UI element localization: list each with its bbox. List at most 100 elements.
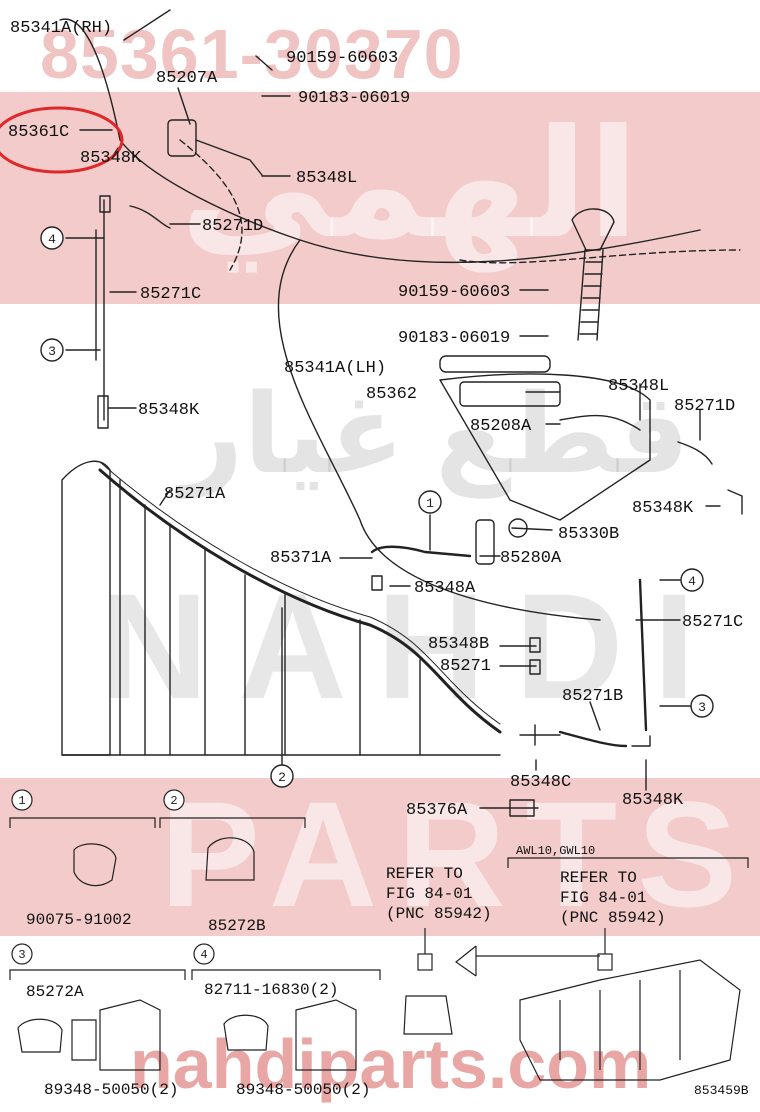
bumper-ribs — [119, 479, 421, 756]
label-85341A-LH: 85341A(LH) — [284, 359, 386, 378]
callout-leaders — [65, 237, 691, 771]
label-85271A: 85271A — [164, 485, 226, 504]
highlight-ring — [0, 106, 124, 174]
refer-right-line3: (PNC 85942) — [560, 909, 666, 927]
inset-bracket-3 — [9, 969, 186, 980]
inset-circle-3 — [11, 943, 33, 965]
label-85376A: 85376A — [406, 801, 468, 820]
label-85207A: 85207A — [156, 69, 218, 88]
washer-hose-85271A-inner — [99, 461, 501, 725]
callout-label-3-left: 3 — [48, 344, 56, 359]
label-85348K-top: 85348K — [80, 149, 142, 168]
bracket-85341A-LH — [439, 355, 551, 373]
label-85272B: 85272B — [208, 917, 266, 935]
refer-right-line2: FIG 84-01 — [560, 889, 646, 907]
hose-85271D-left — [129, 205, 171, 229]
label-85280A: 85280A — [500, 549, 562, 568]
washer-hose-85271C-right — [638, 578, 648, 732]
fender-line — [459, 249, 741, 264]
hose-85271D-right — [677, 441, 713, 465]
label-90159-60603-top: 90159-60603 — [286, 49, 398, 68]
label-85272A: 85272A — [26, 983, 84, 1001]
label-90075-91002: 90075-91002 — [26, 911, 132, 929]
hose-85371A — [370, 545, 472, 558]
callout-label-4-right: 4 — [688, 574, 696, 589]
inset-num-3: 3 — [18, 948, 25, 962]
grommet-85330B — [508, 518, 528, 538]
inset-bracket-4 — [191, 969, 381, 980]
figure-code: 853459B — [694, 1083, 749, 1098]
label-85341A-RH: 85341A(RH) — [10, 19, 112, 38]
refer-right-line1: REFER TO — [560, 869, 637, 887]
label-85361C: 85361C — [8, 123, 69, 142]
filler-neck-ribs — [579, 261, 603, 335]
callout-label-3-right: 3 — [698, 700, 706, 715]
joint-85348K-upper — [99, 195, 111, 213]
label-90183-06019-mid: 90183-06019 — [398, 329, 510, 348]
label-85348B: 85348B — [428, 635, 489, 654]
callout-circle-1 — [418, 490, 442, 514]
label-85271C-right: 85271C — [682, 613, 743, 632]
inset-circle-2 — [163, 789, 185, 811]
model-code-label: AWL10,GWL10 — [516, 844, 595, 858]
bumper-cover — [61, 460, 111, 756]
label-85208A: 85208A — [470, 417, 532, 436]
label-89348-50050-right: 89348-50050(2) — [236, 1081, 370, 1099]
body-contour — [277, 239, 601, 621]
inset-bracket-2 — [159, 817, 306, 828]
joint-85348B — [529, 637, 541, 653]
inset-num-1: 1 — [18, 794, 25, 808]
callout-label-4-left: 4 — [48, 232, 56, 247]
inset-num-2: 2 — [170, 794, 177, 808]
label-85371A: 85371A — [270, 549, 332, 568]
label-85348K-mid: 85348K — [138, 401, 200, 420]
label-85348C: 85348C — [510, 773, 571, 792]
callout-circle-3-left — [40, 338, 64, 362]
joint-85348K-lower — [97, 395, 109, 429]
label-90183-06019-top: 90183-06019 — [298, 89, 410, 108]
label-85348A: 85348A — [414, 579, 476, 598]
joint-85348K-right — [727, 489, 743, 515]
bracket-89348-50050-left — [99, 999, 161, 1071]
nozzle-arm — [195, 139, 263, 176]
callout-label-1: 1 — [426, 496, 434, 511]
clamp-82711-16830 — [223, 1014, 269, 1051]
label-85330B: 85330B — [558, 525, 619, 544]
callout-circle-2 — [270, 764, 294, 788]
label-85271C-left: 85271C — [140, 285, 201, 304]
connector-right-plug — [597, 953, 613, 971]
label-85362: 85362 — [366, 385, 417, 404]
nozzle-rh — [167, 119, 197, 157]
label-85271B: 85271B — [562, 687, 623, 706]
label-85271D-left: 85271D — [202, 217, 263, 236]
inset-circle-1 — [11, 789, 33, 811]
label-85348K-bottom: 85348K — [622, 791, 684, 810]
label-82711-16830: 82711-16830(2) — [204, 981, 338, 999]
tee-85348C — [519, 724, 561, 746]
hose-85271B — [558, 730, 628, 748]
washer-hose-85271A — [98, 468, 502, 734]
inset-bracket-refer-right — [507, 857, 749, 868]
refer-left-line3: (PNC 85942) — [386, 905, 492, 923]
connector-left-plug — [417, 953, 433, 971]
clamp-85272A — [17, 1018, 97, 1061]
callout-circle-4-left — [40, 226, 64, 250]
refer-arrow — [454, 945, 600, 977]
washer-pump-85280A — [475, 519, 495, 565]
relay-block-detail — [559, 970, 681, 1070]
label-89348-50050-left: 89348-50050(2) — [44, 1081, 178, 1099]
elbow-85348K-lower — [631, 735, 651, 747]
callout-label-2: 2 — [278, 770, 286, 785]
label-85348L-top: 85348L — [296, 169, 357, 188]
filler-cap — [571, 208, 615, 251]
tank-label-85362 — [459, 381, 561, 407]
filler-neck — [577, 249, 604, 341]
joint-85271 — [529, 659, 541, 675]
label-85271: 85271 — [440, 657, 491, 676]
washer-tank — [439, 373, 651, 521]
joint-85348A — [371, 575, 383, 591]
hood-outline — [59, 18, 701, 264]
label-85348K-right: 85348K — [632, 499, 694, 518]
